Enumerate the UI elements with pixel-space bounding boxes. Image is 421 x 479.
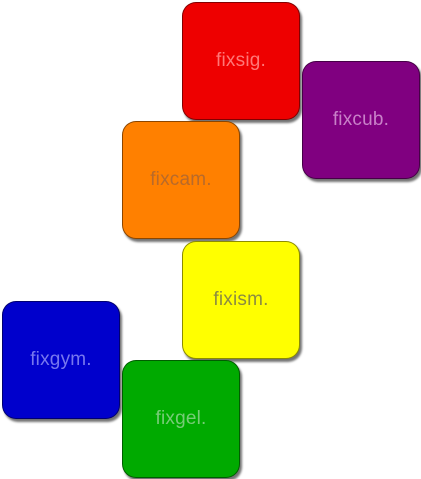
tile-label: fixcub.: [332, 109, 390, 130]
tile-fixgel[interactable]: fixgel.: [122, 360, 240, 478]
tile-label: fixism.: [213, 289, 269, 310]
tile-fixcub[interactable]: fixcub.: [302, 61, 420, 179]
tile-label: fixsig.: [216, 50, 266, 71]
tile-label: fixgym.: [30, 349, 92, 370]
tile-fixsig[interactable]: fixsig.: [182, 2, 300, 120]
tile-fixism[interactable]: fixism.: [182, 241, 300, 359]
tile-label: fixcam.: [150, 169, 212, 190]
tile-fixgym[interactable]: fixgym.: [2, 301, 120, 419]
tile-fixcam[interactable]: fixcam.: [122, 121, 240, 239]
tile-label: fixgel.: [155, 408, 207, 429]
